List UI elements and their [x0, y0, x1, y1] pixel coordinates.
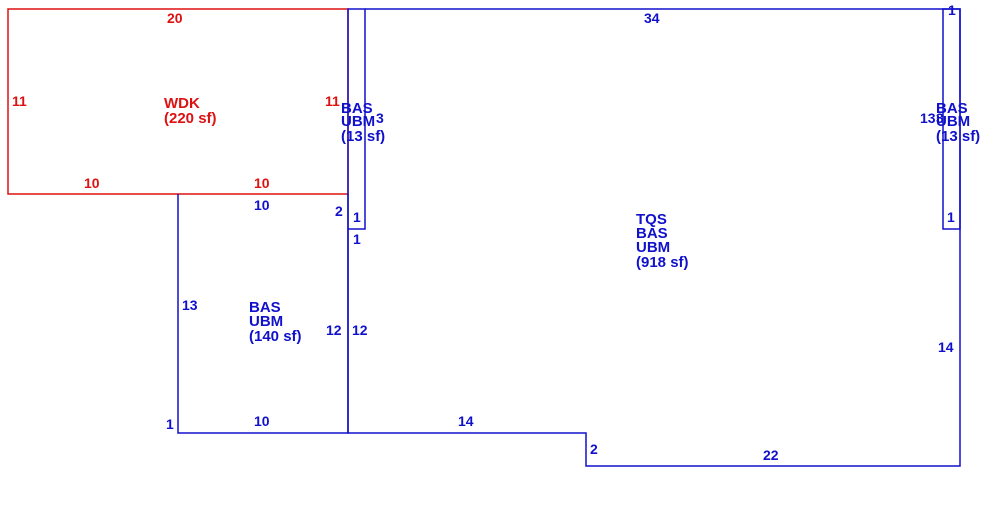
wdk-code: WDK: [164, 95, 200, 112]
dim-lower-left: 13: [182, 297, 198, 313]
dim-wdk-bottom-left: 10: [84, 175, 100, 191]
right-small-code-1: BAS: [936, 100, 968, 117]
dim-step-left-small: 2: [335, 203, 343, 219]
dim-lower-top: 10: [254, 197, 270, 213]
dim-wdk-left: 11: [12, 93, 27, 109]
dim-left-small-bottom: 1: [353, 209, 361, 225]
dim-left-small-width: 3: [376, 110, 384, 126]
lower-left-area: (140 sf): [249, 328, 302, 345]
wdk-label: WDK (220 sf): [164, 95, 217, 127]
wood-deck-dimensions: 20 11 11 10 10: [12, 10, 340, 191]
dim-left-small-bottom-under: 1: [353, 231, 361, 247]
dim-main-bottom-left: 14: [458, 413, 474, 429]
dim-main-step: 2: [590, 441, 598, 457]
dim-top-right-small: 1: [948, 2, 956, 18]
right-small-bump-outline: [942, 8, 961, 230]
left-small-area: (13 sf): [341, 128, 385, 145]
dim-right-small-width: 3: [936, 110, 944, 126]
left-small-code-1: BAS: [341, 100, 373, 117]
main-code-3: UBM: [636, 239, 670, 256]
living-dimensions: 34 1 3 13 3 1 1 1 2 10 13 12 12 10 1 14 …: [166, 2, 956, 463]
left-small-code-2: UBM: [341, 113, 375, 130]
lower-left-code-1: BAS: [249, 299, 281, 316]
dim-main-top: 34: [644, 10, 660, 26]
dim-right-small-bottom: 1: [947, 209, 955, 225]
main-code-2: BAS: [636, 225, 668, 242]
main-code-1: TQS: [636, 211, 667, 228]
lower-left-code-2: UBM: [249, 313, 283, 330]
dim-lower-bottom: 10: [254, 413, 270, 429]
lower-left-area-outline: [177, 194, 349, 434]
lower-left-label: BAS UBM (140 sf): [249, 299, 302, 345]
left-small-label: BAS UBM (13 sf): [341, 100, 385, 145]
dim-main-left: 12: [352, 322, 368, 338]
living-areas: [177, 8, 961, 467]
dim-wdk-right: 11: [325, 93, 340, 109]
right-small-label: BAS UBM (13 sf): [936, 100, 980, 145]
dim-main-bottom-right: 22: [763, 447, 779, 463]
main-area-label: TQS BAS UBM (918 sf): [636, 211, 689, 271]
left-small-bump-outline: [347, 8, 366, 230]
main-area: (918 sf): [636, 254, 689, 271]
area-labels: WDK (220 sf) BAS UBM (13 sf) BAS UBM (13…: [164, 95, 980, 345]
dim-right-small-height: 13: [920, 110, 936, 126]
dim-main-right: 14: [938, 339, 954, 355]
right-small-code-2: UBM: [936, 113, 970, 130]
wdk-area: (220 sf): [164, 110, 217, 127]
dim-wdk-top: 20: [167, 10, 183, 26]
right-small-area: (13 sf): [936, 128, 980, 145]
dim-lower-right-inner: 12: [326, 322, 342, 338]
dim-wdk-bottom-right: 10: [254, 175, 270, 191]
dim-lower-corner: 1: [166, 416, 174, 432]
